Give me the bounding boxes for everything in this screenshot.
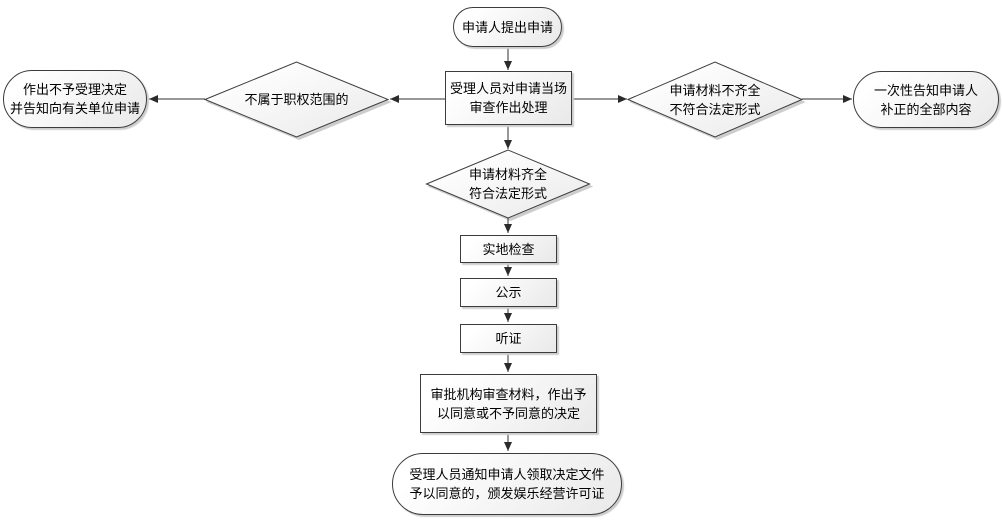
final-notice-line1: 受理人员通知申请人领取决定文件 — [409, 467, 605, 482]
publicity-label: 公示 — [495, 285, 522, 300]
materials-complete-label-overlay: 申请材料齐全 符合法定形式 — [431, 150, 585, 218]
hearing-label: 听证 — [495, 331, 522, 346]
start-terminator: 申请人提出申请 — [453, 7, 562, 47]
not-in-authority-diamond — [203, 61, 390, 138]
reject-notice-terminator: 作出不予受理决定 并告知向有关单位申请 — [3, 70, 147, 128]
reject-notice-line1: 作出不予受理决定 — [22, 82, 127, 97]
flow-arrows — [149, 47, 852, 451]
site-inspection-box: 实地检查 — [460, 235, 557, 263]
approval-decision-line1: 审批机构审查材料，作出予 — [430, 386, 587, 402]
publicity-box: 公示 — [460, 278, 557, 307]
approval-decision-box: 审批机构审查材料，作出予 以同意或不予同意的决定 — [420, 374, 597, 433]
onetime-notice-line1: 一次性告知申请人 — [873, 82, 978, 98]
start-label: 申请人提出申请 — [461, 19, 553, 35]
site-inspection-label: 实地检查 — [482, 241, 535, 257]
not-in-authority-label: 不属于职权范围的 — [244, 92, 349, 107]
review-process-box: 受理人员对申请当场 审查作出处理 — [445, 71, 572, 125]
approval-decision-line2: 以同意或不予同意的决定 — [436, 405, 580, 421]
onetime-notice-line2: 补正的全部内容 — [880, 101, 972, 117]
onetime-notice-terminator: 一次性告知申请人 补正的全部内容 — [853, 71, 999, 128]
materials-incomplete-label-overlay: 申请材料不齐全 不符合法定形式 — [640, 63, 790, 136]
final-notice-terminator: 受理人员通知申请人领取决定文件 予以同意的，颁发娱乐经营许可证 — [392, 453, 622, 515]
materials-complete-line2: 符合法定形式 — [468, 186, 547, 201]
review-label-line2: 审查作出处理 — [469, 100, 548, 115]
materials-complete-line1: 申请材料齐全 — [468, 167, 547, 182]
final-notice-line2: 予以同意的，颁发娱乐经营许可证 — [409, 486, 605, 501]
materials-incomplete-line2: 不符合法定形式 — [669, 101, 761, 117]
reject-notice-line2: 并告知向有关单位申请 — [9, 101, 140, 116]
hearing-box: 听证 — [460, 324, 557, 353]
materials-incomplete-line1: 申请材料不齐全 — [669, 82, 761, 98]
not-in-authority-label-overlay: 不属于职权范围的 — [214, 63, 379, 136]
review-label-line1: 受理人员对申请当场 — [449, 81, 567, 96]
materials-complete-diamond — [425, 149, 591, 219]
